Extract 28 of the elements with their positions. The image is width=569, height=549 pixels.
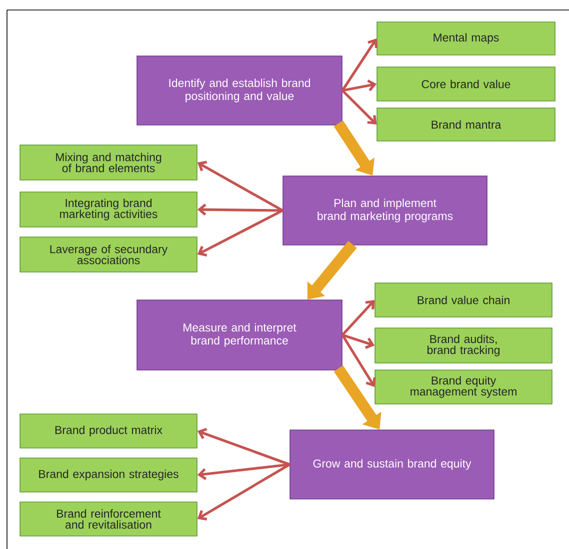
item-box: Brand expansion strategies [20, 458, 198, 492]
process-box: Plan and implement brand marketing programs [282, 176, 488, 246]
arrow [197, 428, 290, 466]
item-box: Brand reinforcement and revitalisation [20, 502, 198, 536]
arrow [197, 209, 284, 257]
arrow [341, 90, 377, 124]
process-box: Measure and interpret brand performance [136, 300, 342, 370]
item-box: Mixing and matching of brand elements [20, 144, 198, 180]
item-box: Laverage of secundary associations [20, 236, 198, 272]
arrow [341, 38, 378, 92]
arrow [197, 160, 284, 212]
item-box: Brand equity management system [374, 370, 552, 404]
arrow [197, 463, 290, 520]
item-box: Brand value chain [374, 282, 552, 318]
process-box: Identify and establish brand positioning and value [136, 56, 342, 126]
item-box: Integrating brand marketing activities [20, 192, 198, 228]
arrow [197, 463, 290, 480]
item-box: Brand product matrix [20, 414, 198, 448]
item-box: Mental maps [376, 22, 556, 56]
process-box: Grow and sustain brand equity [290, 430, 494, 500]
arrow [341, 300, 375, 336]
arrow [341, 334, 376, 387]
item-box: Core brand value [376, 66, 556, 102]
item-box: Brand audits, brand tracking [374, 328, 552, 364]
item-box: Brand mantra [376, 108, 556, 142]
arrow [342, 79, 377, 92]
arrow [197, 204, 283, 216]
arrow [342, 334, 375, 349]
